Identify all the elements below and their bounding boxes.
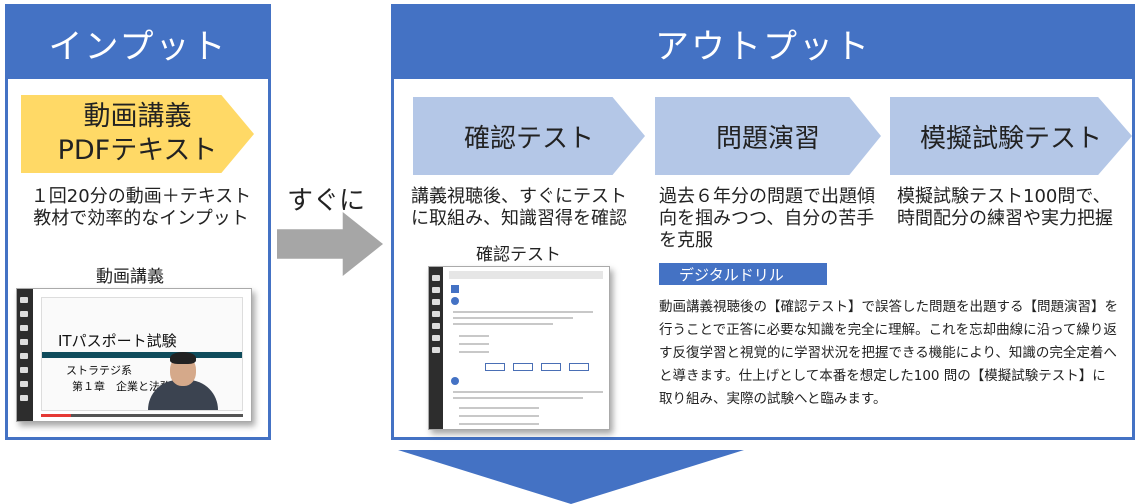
step-desc-line: 過去６年分の問題で出題傾 bbox=[659, 186, 875, 207]
step-chevron-mock-exam: 模擬試験テスト bbox=[890, 97, 1132, 175]
slide-chapter: 第１章 企業と法務 bbox=[72, 380, 171, 393]
slide-title: ITパスポート試験 bbox=[58, 332, 177, 350]
step-desc-line: を克服 bbox=[659, 230, 713, 251]
test-sidebar bbox=[429, 267, 443, 429]
step-desc-line: 向を掴みつつ、自分の苦手 bbox=[659, 208, 875, 229]
answer-option[interactable] bbox=[485, 363, 505, 371]
video-screenshot-label: 動画講義 bbox=[96, 267, 164, 287]
right-arrow-icon bbox=[277, 212, 383, 276]
step-desc-line: に取組み、知識習得を確認 bbox=[411, 208, 627, 229]
input-title: インプット bbox=[8, 7, 268, 79]
step-chevron-check-test: 確認テスト bbox=[413, 97, 645, 175]
video-progress-bar[interactable] bbox=[41, 414, 243, 417]
step-desc-line: 模擬試験テスト100問で、 bbox=[897, 186, 1111, 207]
answer-option[interactable] bbox=[569, 363, 589, 371]
step-label: 確認テスト bbox=[463, 123, 594, 154]
input-step-line1: 動画講義 bbox=[83, 101, 192, 132]
step-desc-practice: 過去６年分の問題で出題傾 向を掴みつつ、自分の苦手 を克服 bbox=[659, 186, 875, 252]
step-desc-mock-exam: 模擬試験テスト100問で、 時間配分の練習や実力把握 bbox=[897, 186, 1113, 230]
step-desc-line: 講義視聴後、すぐにテスト bbox=[411, 186, 627, 207]
down-arrow-icon bbox=[398, 450, 744, 504]
answer-option[interactable] bbox=[541, 363, 561, 371]
presenter-hair bbox=[170, 352, 196, 364]
step-desc-line: 時間配分の練習や実力把握 bbox=[897, 208, 1113, 229]
digital-drill-description: 動画講義視聴後の【確認テスト】で誤答した問題を出題する【問題演習】を行うことで正… bbox=[659, 299, 1118, 407]
step-desc-check-test: 講義視聴後、すぐにテスト に取組み、知識習得を確認 bbox=[411, 186, 627, 230]
input-desc-line: 教材で効率的なインプット bbox=[33, 208, 249, 229]
input-description: １回20分の動画＋テキスト 教材で効率的なインプット bbox=[16, 186, 266, 230]
video-sidebar bbox=[17, 289, 33, 421]
step-label: 模擬試験テスト bbox=[919, 123, 1102, 154]
transition-label: すぐに bbox=[287, 186, 366, 216]
slide-divider bbox=[42, 352, 242, 358]
test-screenshot-label: 確認テスト bbox=[476, 245, 561, 265]
slide-subtitle: ストラテジ系 bbox=[66, 364, 132, 377]
video-progress-fill bbox=[41, 414, 72, 417]
video-slide: ITパスポート試験 ストラテジ系 第１章 企業と法務 bbox=[41, 297, 243, 411]
answer-option[interactable] bbox=[513, 363, 533, 371]
input-desc-line: １回20分の動画＋テキスト bbox=[30, 186, 252, 207]
output-title: アウトプット bbox=[394, 7, 1132, 79]
video-lecture-screenshot: ITパスポート試験 ストラテジ系 第１章 企業と法務 bbox=[16, 288, 252, 422]
input-step-line2: PDFテキスト bbox=[57, 135, 218, 166]
step-label: 問題演習 bbox=[715, 123, 820, 154]
input-step-chevron: 動画講義 PDFテキスト bbox=[21, 95, 254, 173]
digital-drill-badge: デジタルドリル bbox=[659, 263, 827, 285]
check-test-screenshot bbox=[428, 266, 610, 430]
step-chevron-practice: 問題演習 bbox=[655, 97, 881, 175]
